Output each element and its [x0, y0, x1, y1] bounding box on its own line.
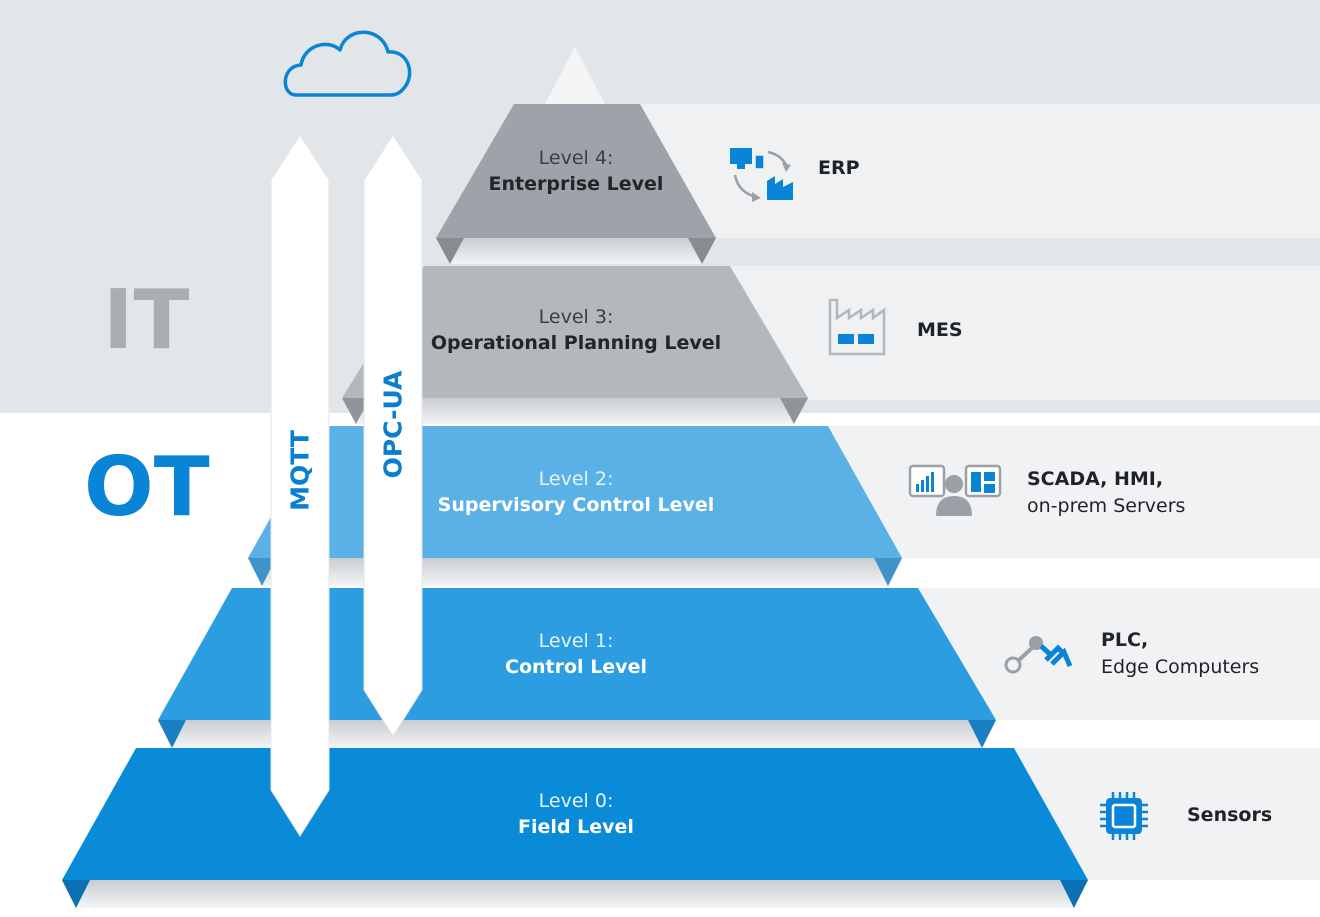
- level-3-name: Operational Planning Level: [430, 332, 722, 354]
- level-4-number: Level 4:: [538, 147, 614, 169]
- level-1-number: Level 1:: [538, 630, 614, 652]
- system-scada-detail: on-prem Servers: [1027, 495, 1186, 517]
- ot-zone-label: OT: [84, 440, 210, 535]
- system-plc-name: PLC,: [1101, 629, 1149, 651]
- tier-level-3: [342, 266, 808, 424]
- erp-cycle-icon: [730, 148, 793, 202]
- level-2-label: Level 2: Supervisory Control Level: [376, 466, 776, 518]
- level-3-label: Level 3: Operational Planning Level: [376, 304, 776, 356]
- pyramid-apex: [545, 47, 605, 104]
- system-sensors-name: Sensors: [1187, 804, 1273, 826]
- system-scada: SCADA, HMI, on-prem Servers: [1027, 466, 1185, 520]
- level-0-name: Field Level: [518, 816, 634, 838]
- level-0-label: Level 0: Field Level: [376, 788, 776, 840]
- level-1-label: Level 1: Control Level: [376, 628, 776, 680]
- system-erp: ERP: [818, 155, 860, 182]
- system-plc-detail: Edge Computers: [1101, 656, 1260, 678]
- chip-icon: [1100, 792, 1148, 840]
- level-4-name: Enterprise Level: [488, 173, 664, 195]
- tier-level-4: [436, 104, 716, 264]
- scada-monitor-icon: [908, 464, 1002, 516]
- mqtt-label: MQTT: [285, 430, 315, 511]
- system-mes-name: MES: [917, 319, 963, 341]
- strip-level-4: [640, 104, 1320, 238]
- system-erp-name: ERP: [818, 157, 860, 179]
- it-zone-label: IT: [103, 273, 190, 368]
- factory-icon: [828, 298, 886, 356]
- level-2-name: Supervisory Control Level: [437, 494, 715, 516]
- mqtt-arrow: [270, 134, 330, 837]
- level-0-number: Level 0:: [538, 790, 614, 812]
- system-plc: PLC, Edge Computers: [1101, 627, 1259, 681]
- level-1-name: Control Level: [505, 656, 647, 678]
- cloud-icon: [283, 30, 412, 97]
- level-2-number: Level 2:: [538, 468, 614, 490]
- system-mes: MES: [917, 317, 963, 344]
- system-scada-name: SCADA, HMI,: [1027, 468, 1164, 490]
- level-3-number: Level 3:: [538, 306, 614, 328]
- system-sensors: Sensors: [1187, 802, 1272, 829]
- level-4-label: Level 4: Enterprise Level: [376, 145, 776, 197]
- opcua-arrow: [363, 134, 423, 737]
- robot-arm-icon: [1004, 636, 1073, 674]
